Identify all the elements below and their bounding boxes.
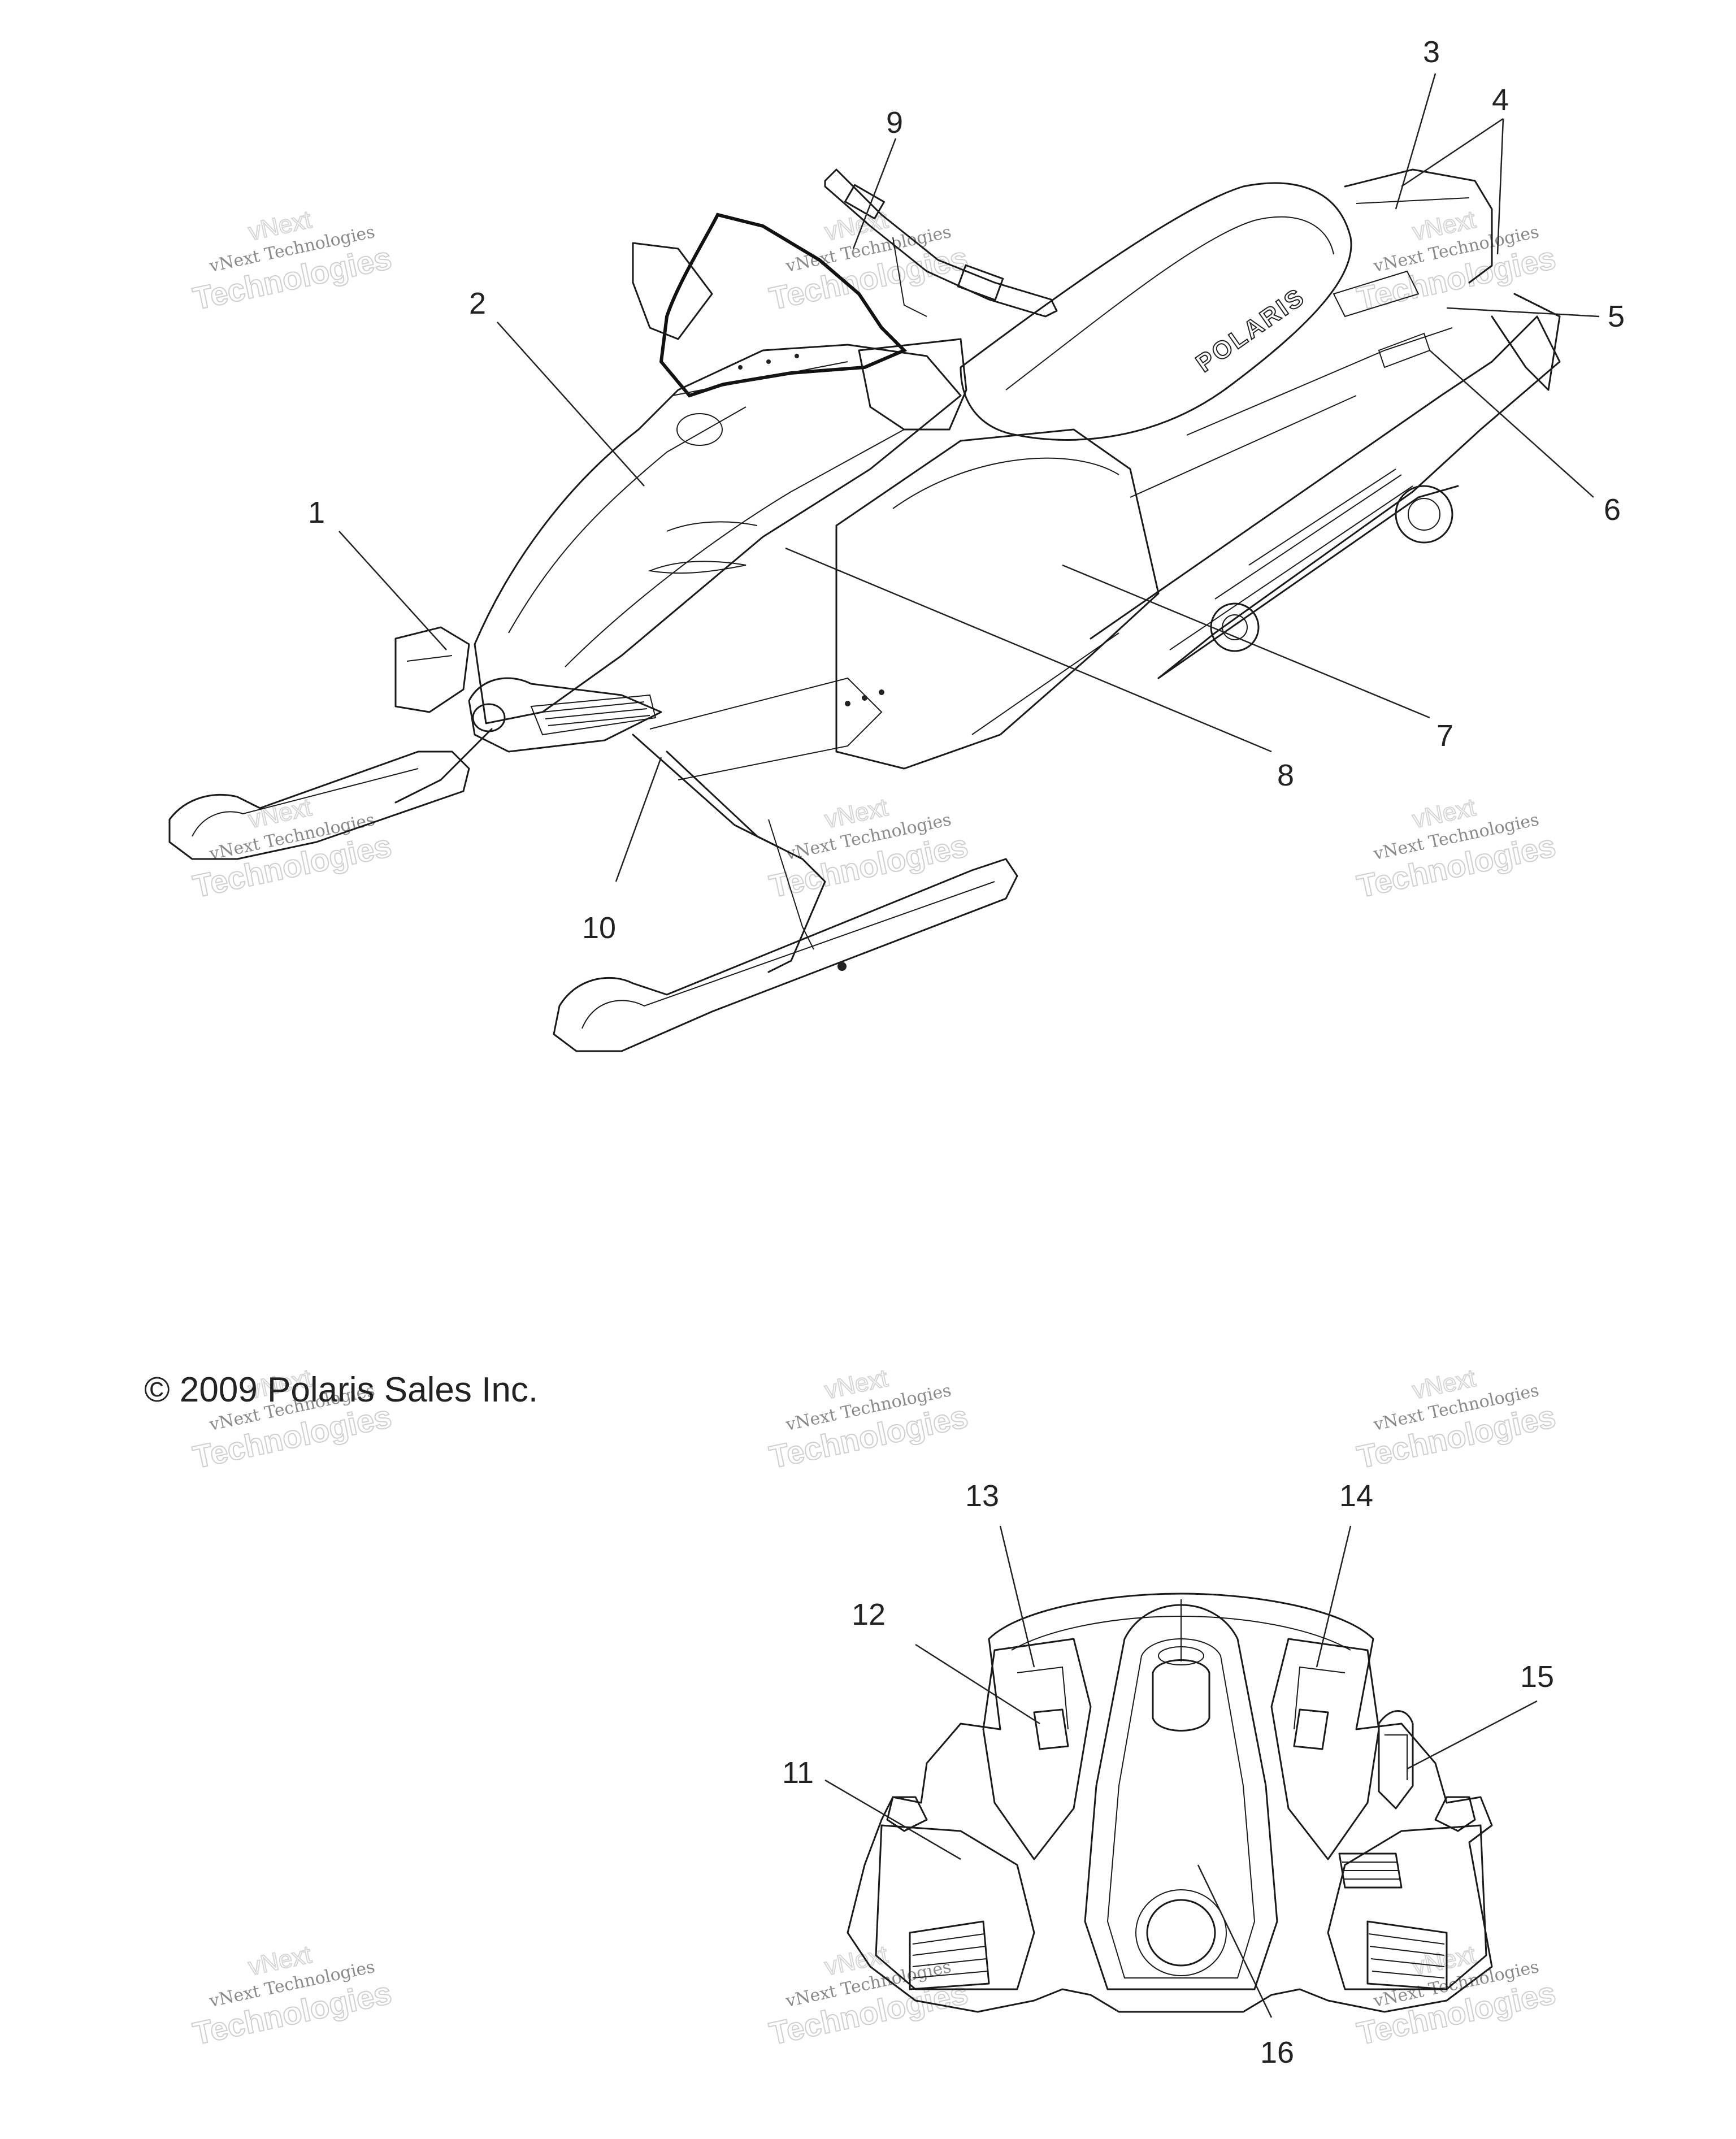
leader-lines bbox=[338, 73, 1600, 2018]
windshield-deflector-left bbox=[632, 242, 713, 340]
watermark-upper-right-2: vNext vNext Technologies Technologies bbox=[1353, 205, 1559, 317]
side-pod-left bbox=[875, 1824, 1035, 1990]
copyright-notice: © 2009 Polaris Sales Inc. bbox=[144, 1370, 538, 1409]
ski-left bbox=[168, 750, 470, 860]
front-suspension-right bbox=[666, 750, 826, 973]
rear-decal-6 bbox=[1378, 332, 1431, 368]
watermark-mid-center: vNext vNext Technologies Technologies bbox=[766, 793, 971, 905]
side-pod-right bbox=[1327, 1824, 1487, 1990]
bracket-left bbox=[886, 1796, 928, 1832]
headlight-pod bbox=[1152, 1659, 1210, 1732]
left-bumper bbox=[394, 626, 470, 713]
callout-3: 3 bbox=[1423, 35, 1440, 69]
hood-vent bbox=[648, 561, 747, 574]
seat bbox=[960, 182, 1352, 441]
callout-5: 5 bbox=[1608, 300, 1625, 333]
leader-4b bbox=[1496, 118, 1504, 255]
leader-14 bbox=[1316, 1525, 1352, 1668]
rear-bumper bbox=[1344, 168, 1493, 284]
windshield-deflector-right bbox=[858, 338, 967, 431]
leader-2 bbox=[497, 322, 645, 487]
leader-5 bbox=[1446, 307, 1600, 318]
nose bbox=[468, 677, 662, 753]
side-panel-line bbox=[1186, 327, 1453, 436]
callout-8: 8 bbox=[1277, 758, 1294, 792]
ski-right bbox=[553, 858, 1018, 1052]
tunnel-outline bbox=[1090, 315, 1561, 679]
seat-brand-mark: POLARIS bbox=[1191, 283, 1310, 378]
hood-panel-left bbox=[982, 1638, 1092, 1860]
snow-flap bbox=[1491, 293, 1561, 391]
watermark-low-right: vNext vNext Technologies Technologies bbox=[1353, 1364, 1559, 1476]
leader-9 bbox=[852, 138, 897, 249]
watermark-top-left: vNext vNext Technologies Technologies bbox=[189, 205, 395, 317]
hood-outline bbox=[847, 1593, 1493, 2013]
watermark-low-center: vNext vNext Technologies Technologies bbox=[766, 1364, 971, 1476]
track-rail bbox=[1157, 485, 1459, 679]
grille-right bbox=[1338, 1852, 1448, 1990]
callout-numbers: 1 2 3 4 5 6 7 8 9 10 11 12 13 14 15 16 bbox=[308, 35, 1625, 2069]
watermark-low-left: vNext vNext Technologies Technologies bbox=[189, 1364, 395, 1476]
leader-4a bbox=[1401, 118, 1504, 188]
callout-15: 15 bbox=[1520, 1660, 1554, 1694]
leader-3 bbox=[1395, 73, 1436, 210]
hood-front-view bbox=[847, 1593, 1493, 2013]
rear-idler-wheel bbox=[1395, 485, 1453, 544]
side-body-panel bbox=[835, 428, 1160, 770]
front-suspension-left bbox=[394, 728, 493, 804]
hood bbox=[474, 344, 962, 724]
throttle-block bbox=[957, 264, 1004, 301]
callout-16: 16 bbox=[1260, 2036, 1294, 2069]
leader-6 bbox=[1429, 350, 1594, 498]
grille-left bbox=[909, 1920, 990, 1990]
hood-panel-right bbox=[1270, 1638, 1380, 1860]
callout-11: 11 bbox=[782, 1756, 814, 1790]
right-mirror-assembly bbox=[1378, 1710, 1414, 1810]
callout-1: 1 bbox=[308, 496, 325, 530]
watermark-bottom-left: vNext vNext Technologies Technologies bbox=[189, 1940, 395, 2052]
vent-right bbox=[1293, 1708, 1329, 1750]
handlebar bbox=[824, 168, 1058, 318]
callout-13: 13 bbox=[965, 1479, 999, 1513]
leader-16 bbox=[1197, 1864, 1273, 2018]
leader-12 bbox=[915, 1643, 1040, 1725]
leader-8 bbox=[785, 547, 1272, 753]
rear-decal-3 bbox=[1333, 270, 1420, 318]
bracket-right bbox=[1434, 1796, 1476, 1832]
leader-13 bbox=[999, 1525, 1035, 1668]
leader-11 bbox=[824, 1779, 961, 1860]
gauge bbox=[676, 413, 723, 446]
snowmobile-side-view: POLARIS bbox=[168, 168, 1561, 1052]
leader-1 bbox=[338, 531, 447, 650]
belly-pan bbox=[649, 677, 883, 780]
leader-15 bbox=[1407, 1700, 1538, 1770]
headlight bbox=[472, 703, 506, 732]
leader-10 bbox=[615, 757, 662, 882]
suspension-rail bbox=[1214, 474, 1402, 600]
callout-14: 14 bbox=[1339, 1479, 1373, 1513]
track-rail-lower bbox=[1169, 485, 1413, 650]
callout-12: 12 bbox=[852, 1598, 886, 1632]
hood-center-panel bbox=[1084, 1604, 1278, 1990]
brake-lever bbox=[844, 184, 885, 220]
hood-nose-circle bbox=[1146, 1899, 1216, 1967]
callout-4: 4 bbox=[1492, 83, 1509, 117]
callout-2: 2 bbox=[469, 287, 486, 320]
watermark-mid-right: vNext vNext Technologies Technologies bbox=[1353, 793, 1559, 905]
spindle bbox=[768, 819, 814, 950]
windshield bbox=[659, 212, 908, 398]
callout-9: 9 bbox=[886, 106, 903, 140]
callout-6: 6 bbox=[1604, 493, 1621, 527]
leader-7 bbox=[1062, 564, 1430, 719]
nose-grille bbox=[530, 694, 657, 736]
vent-left bbox=[1033, 1708, 1069, 1750]
callout-7: 7 bbox=[1436, 719, 1453, 753]
callout-10: 10 bbox=[582, 911, 616, 945]
